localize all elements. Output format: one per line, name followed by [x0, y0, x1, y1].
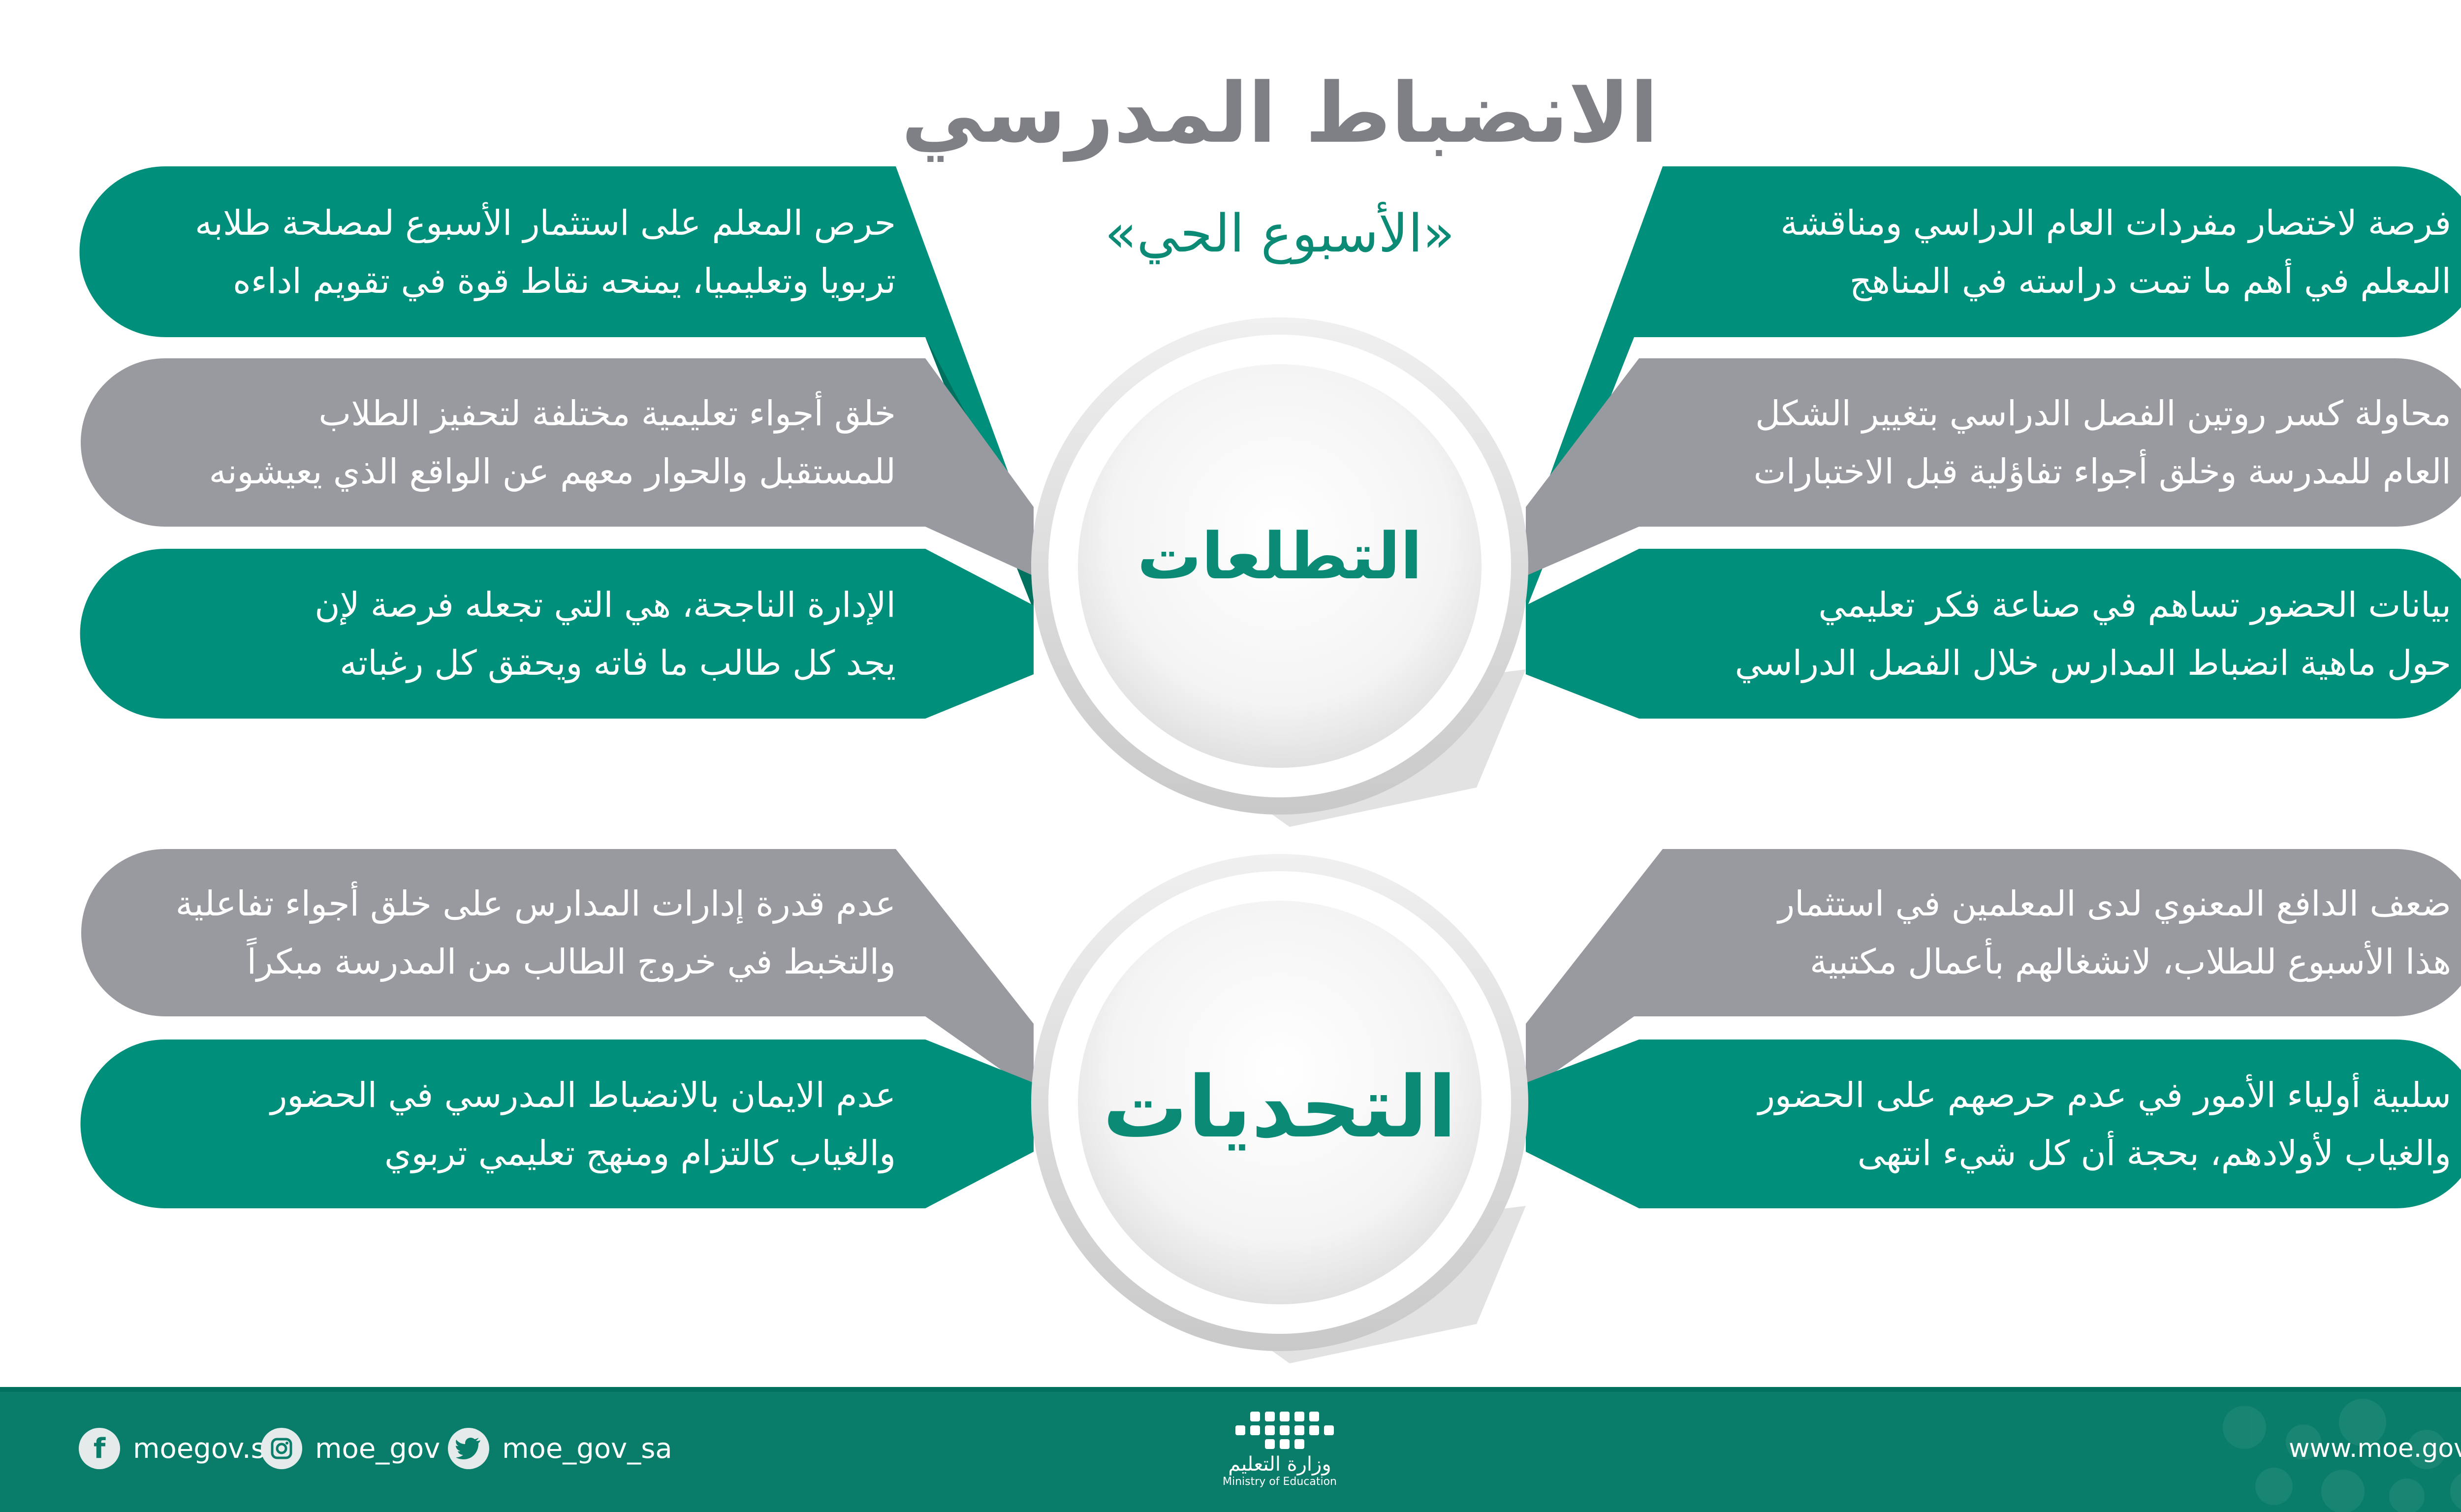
- aspiration-left-2-line-2: للمستقبل والحوار معهم عن الواقع الذي يعي…: [209, 451, 896, 492]
- challenge-banner-left-2: [80, 1040, 1034, 1208]
- footer-website-link[interactable]: www.moe.gov.sa: [2289, 1426, 2461, 1471]
- challenge-right-2-line-1: سلبية أولياء الأمور في عدم حرصهم على الح…: [1758, 1074, 2451, 1115]
- aspirations-right-banners: [1526, 166, 2461, 719]
- challenge-left-2-line-1: عدم الايمان بالانضباط المدرسي في الحضور: [270, 1074, 896, 1115]
- challenge-banner-right-1: [1526, 849, 2461, 1093]
- challenge-right-1-line-2: هذا الأسبوع للطلاب، لانشغالهم بأعمال مكت…: [1809, 942, 2451, 982]
- aspiration-left-3-line-1: الإدارة الناجحة، هي التي تجعله فرصة لإن: [315, 584, 896, 625]
- challenge-banner-left-1: [81, 849, 1034, 1093]
- website-url: www.moe.gov.sa: [2289, 1434, 2461, 1463]
- aspiration-right-3-line-1: بيانات الحضور تساهم في صناعة فكر تعليمي: [1818, 584, 2451, 625]
- ministry-logo-icon: [1235, 1412, 1334, 1449]
- footer-twitter[interactable]: moe_gov_sa: [448, 1426, 672, 1471]
- instagram-handle: moe_gov: [315, 1432, 441, 1465]
- aspiration-right-1: فرصة لاختصار مفردات العام الدراسي ومناقش…: [1654, 166, 2451, 337]
- aspiration-banner-right-3: [1526, 549, 2461, 719]
- aspiration-right-1-line-1: فرصة لاختصار مفردات العام الدراسي ومناقش…: [1780, 202, 2451, 243]
- aspiration-left-3-line-2: يجد كل طالب ما فاته ويحقق كل رغباته: [340, 642, 896, 683]
- facebook-icon: f: [79, 1428, 120, 1469]
- aspiration-right-2: محاولة كسر روتين الفصل الدراسي بتغيير ال…: [1654, 358, 2451, 527]
- challenge-right-1-line-1: ضعف الدافع المعنوي لدى المعلمين في استثم…: [1778, 883, 2451, 924]
- challenges-label: التحديات: [1103, 1058, 1457, 1157]
- instagram-icon: [261, 1428, 302, 1469]
- aspirations-label: التطلعات: [1137, 519, 1422, 594]
- challenges-circle: [1031, 854, 1528, 1363]
- aspiration-left-1-line-1: حرص المعلم على استثمار الأسبوع لمصلحة طل…: [195, 202, 896, 243]
- twitter-icon: [448, 1428, 489, 1469]
- footer-instagram[interactable]: moe_gov: [261, 1426, 440, 1471]
- aspiration-right-3: بيانات الحضور تساهم في صناعة فكر تعليمي …: [1654, 549, 2451, 719]
- challenge-banner-right-2: [1526, 1040, 2461, 1208]
- aspiration-left-1-line-2: تربويا وتعليميا، يمنحه نقاط قوة في تقويم…: [233, 260, 896, 301]
- ministry-logo: وزارة التعليم Ministry of Education: [1181, 1403, 1378, 1496]
- aspirations-circle: [1031, 317, 1528, 827]
- page-subtitle: «الأسبوع الحي»: [1104, 203, 1455, 264]
- aspiration-banner-right-1: [1526, 166, 2461, 610]
- challenge-right-2: سلبية أولياء الأمور في عدم حرصهم على الح…: [1654, 1040, 2451, 1208]
- challenge-right-1: ضعف الدافع المعنوي لدى المعلمين في استثم…: [1654, 849, 2451, 1016]
- aspiration-banner-left-2: [81, 358, 1034, 576]
- footer-dot-pattern: [2223, 1399, 2461, 1512]
- aspiration-banner-left-1: [79, 166, 1034, 610]
- challenge-right-2-line-2: والغياب لأولادهم، بحجة أن كل شيء انتهى: [1857, 1133, 2451, 1173]
- footer-bar: [0, 1387, 2461, 1512]
- aspiration-right-3-line-2: حول ماهية انضباط المدارس خلال الفصل الدر…: [1735, 642, 2451, 683]
- ministry-logo-arabic: وزارة التعليم: [1228, 1453, 1331, 1476]
- challenge-left-1: عدم قدرة إدارات المدارس على خلق أجواء تف…: [108, 849, 896, 1016]
- aspiration-left-2-line-1: خلق أجواء تعليمية مختلفة لتحفيز الطلاب: [318, 393, 896, 434]
- ministry-logo-english: Ministry of Education: [1222, 1476, 1337, 1488]
- aspiration-right-2-line-2: العام للمدرسة وخلق أجواء تفاؤلية قبل الا…: [1753, 451, 2451, 492]
- footer-facebook[interactable]: f moegov.sa: [79, 1426, 282, 1471]
- aspiration-right-1-line-2: المعلم في أهم ما تمت دراسته في المناهج: [1849, 260, 2451, 301]
- aspiration-left-2: خلق أجواء تعليمية مختلفة لتحفيز الطلاب ل…: [108, 358, 896, 527]
- aspiration-right-2-line-1: محاولة كسر روتين الفصل الدراسي بتغيير ال…: [1755, 393, 2451, 434]
- page-title: الانضباط المدرسي: [901, 65, 1659, 161]
- aspiration-left-3: الإدارة الناجحة، هي التي تجعله فرصة لإن …: [108, 549, 896, 719]
- challenges-left-banners: [80, 849, 1034, 1208]
- twitter-handle: moe_gov_sa: [502, 1432, 672, 1465]
- aspiration-banner-right-2: [1526, 358, 2461, 576]
- facebook-handle: moegov.sa: [133, 1432, 283, 1465]
- aspiration-banner-left-3: [80, 549, 1034, 719]
- aspirations-left-banners: [79, 166, 1034, 719]
- challenge-left-2-line-2: والغياب كالتزام ومنهج تعليمي تربوي: [384, 1133, 896, 1173]
- challenge-left-1-line-2: والتخبط في خروج الطالب من المدرسة مبكراً: [247, 942, 896, 982]
- challenge-left-2: عدم الايمان بالانضباط المدرسي في الحضور …: [108, 1040, 896, 1208]
- challenges-right-banners: [1526, 849, 2461, 1208]
- challenge-left-1-line-1: عدم قدرة إدارات المدارس على خلق أجواء تف…: [175, 883, 896, 924]
- aspiration-left-1: حرص المعلم على استثمار الأسبوع لمصلحة طل…: [108, 166, 896, 337]
